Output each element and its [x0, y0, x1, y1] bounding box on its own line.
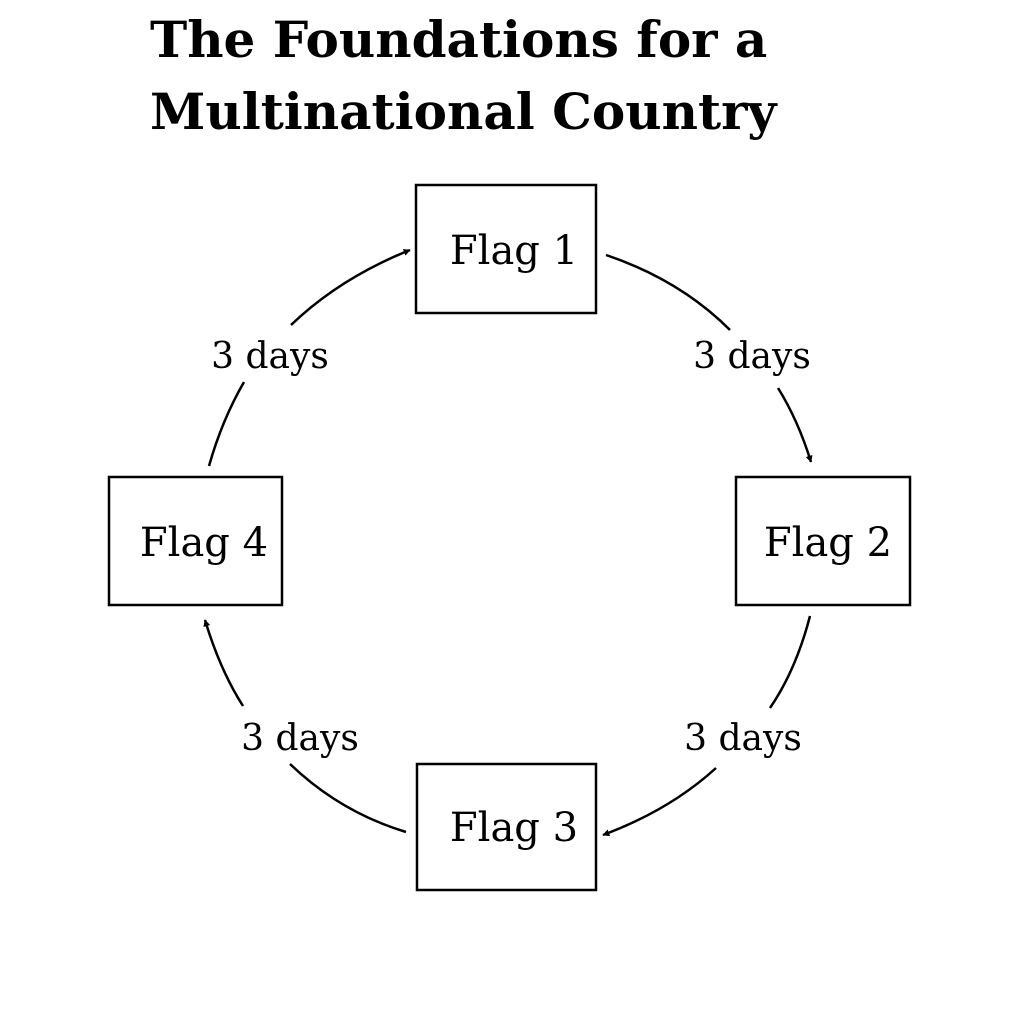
arrow-flag3-to-flag4: [289, 763, 407, 834]
node-flag-3: Flag 3: [415, 762, 598, 892]
edge-label-flag1-to-flag2: 3 days: [693, 336, 811, 377]
node-box-flag-3: [415, 762, 598, 892]
node-flag-4: Flag 4: [107, 475, 284, 607]
node-box-flag-2: [734, 475, 912, 607]
node-flag-2: Flag 2: [734, 475, 912, 607]
arrow-flag2-to-flag3: [768, 615, 812, 709]
edge-flag2-to-flag3: 3 days: [602, 615, 812, 837]
edge-label-flag2-to-flag3: 3 days: [684, 718, 802, 759]
arrow-flag1-to-flag2: [605, 253, 731, 331]
arrow-flag1-to-flag2-head: [776, 387, 813, 463]
node-label-flag-3: Flag 3: [450, 805, 578, 851]
edge-flag3-to-flag4: 3 days: [203, 619, 407, 834]
arrow-flag4-to-flag1: [207, 381, 246, 467]
node-flag-1: Flag 1: [414, 183, 598, 315]
arrow-flag3-to-flag4-head: [203, 619, 245, 707]
edge-flag4-to-flag1: 3 days: [207, 248, 411, 467]
title-line-1: The Foundations for a: [150, 10, 768, 69]
edge-label-flag4-to-flag1: 3 days: [211, 336, 329, 377]
node-label-flag-4: Flag 4: [140, 520, 268, 566]
node-label-flag-1: Flag 1: [450, 228, 578, 274]
diagram-title: The Foundations for a Multinational Coun…: [150, 4, 910, 148]
arrow-flag4-to-flag1-head: [290, 248, 411, 326]
node-box-flag-4: [107, 475, 284, 607]
arrow-flag2-to-flag3-head: [602, 767, 717, 837]
edge-flag1-to-flag2: 3 days: [605, 253, 813, 463]
title-line-2: Multinational Country: [150, 82, 777, 141]
node-label-flag-2: Flag 2: [764, 520, 892, 566]
edge-label-flag3-to-flag4: 3 days: [241, 718, 359, 759]
node-box-flag-1: [414, 183, 598, 315]
